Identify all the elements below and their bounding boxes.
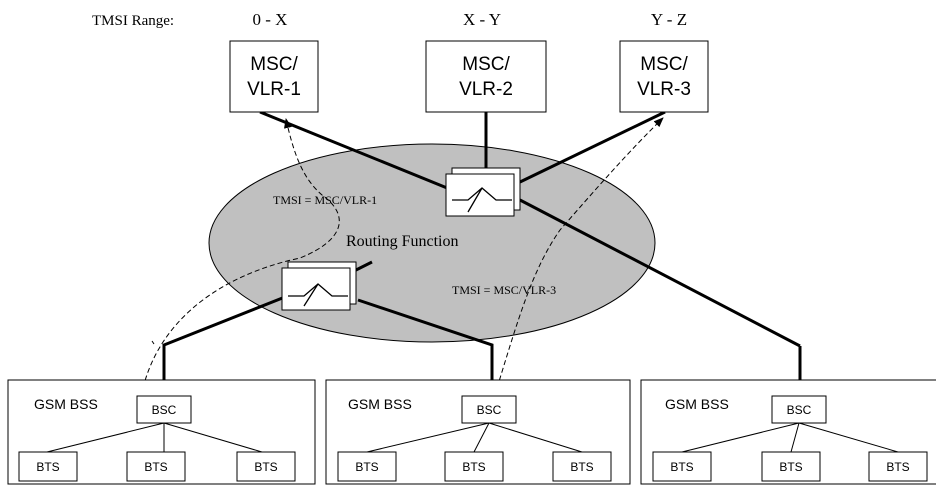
bts-label: BTS	[462, 460, 485, 474]
bts-box	[552, 451, 612, 482]
bts-label: BTS	[36, 460, 59, 474]
bts-box	[761, 451, 821, 482]
bsc-label: BSC	[477, 403, 502, 417]
tmsi-msc-vlr-1-label: TMSI = MSC/VLR-1	[273, 193, 377, 207]
signalling-paths	[142, 117, 664, 389]
bss-title: GSM BSS	[665, 396, 729, 412]
switch-icon	[288, 283, 348, 307]
tmsi-range-3: Y - Z	[651, 10, 687, 29]
msc-vlr-3-line2: VLR-3	[637, 79, 691, 100]
bss-frame	[640, 379, 936, 485]
msc-vlr-1-line2: VLR-1	[247, 79, 301, 100]
msc-vlr-1-box: MSC/ VLR-1	[229, 40, 319, 113]
bss-title: GSM BSS	[34, 396, 98, 412]
bts-box	[444, 451, 504, 482]
lower-switch	[281, 261, 357, 311]
bts-box	[126, 451, 186, 482]
tmsi-range-2: X - Y	[463, 10, 501, 29]
bts-label: BTS	[886, 460, 909, 474]
bts-label: BTS	[670, 460, 693, 474]
bsc-bts-links	[366, 422, 583, 453]
switch-icon	[452, 187, 512, 213]
link-msc3-switch	[519, 110, 666, 184]
bsc-label: BSC	[152, 403, 177, 417]
bts-box	[236, 451, 296, 482]
link-switch-bss1	[162, 293, 291, 396]
link-switch-bss2	[357, 298, 494, 396]
msc-vlr-3-line1: MSC/	[640, 54, 688, 75]
gsm-bss-1: GSM BSS BSC BTS BTS BTS	[7, 379, 316, 485]
stray-mark	[151, 340, 155, 345]
msc-vlr-3-box: MSC/ VLR-3	[619, 40, 709, 113]
upper-switch	[445, 167, 521, 217]
bts-label: BTS	[570, 460, 593, 474]
bts-box	[337, 451, 397, 482]
dashed-arrow-to-vlr-1	[142, 118, 340, 389]
msc-vlr-2-line1: MSC/	[462, 54, 510, 75]
bts-label: BTS	[355, 460, 378, 474]
bts-label: BTS	[254, 460, 277, 474]
bts-label: BTS	[779, 460, 802, 474]
gsm-bss-2: GSM BSS BSC BTS BTS BTS	[325, 379, 631, 485]
bts-label: BTS	[144, 460, 167, 474]
tmsi-range-label: TMSI Range:	[92, 13, 174, 29]
tmsi-range-1: 0 - X	[253, 10, 288, 29]
msc-vlr-2-line2: VLR-2	[459, 79, 513, 100]
dashed-arrow-to-vlr-3	[496, 117, 664, 389]
bts-box	[18, 451, 78, 482]
msc-vlr-2-box: MSC/ VLR-2	[425, 40, 547, 113]
bsc-bts-links	[46, 422, 263, 453]
msc-vlr-1-line1: MSC/	[250, 54, 298, 75]
bts-box	[868, 451, 928, 482]
bsc-label: BSC	[787, 403, 812, 417]
gsm-bss-3: GSM BSS BSC BTS BTS BTS	[640, 379, 936, 485]
bts-box	[652, 451, 712, 482]
connection-lines	[162, 110, 802, 396]
link-switch-bss3	[519, 198, 801, 348]
bsc-box	[771, 395, 827, 424]
bss-title: GSM BSS	[348, 396, 412, 412]
bsc-box	[136, 395, 192, 424]
tmsi-msc-vlr-3-label: TMSI = MSC/VLR-3	[452, 283, 556, 297]
routing-function-label: Routing Function	[346, 233, 458, 250]
bsc-bts-links	[681, 422, 899, 453]
link-msc1-switch	[259, 110, 453, 192]
bsc-box	[461, 395, 517, 424]
